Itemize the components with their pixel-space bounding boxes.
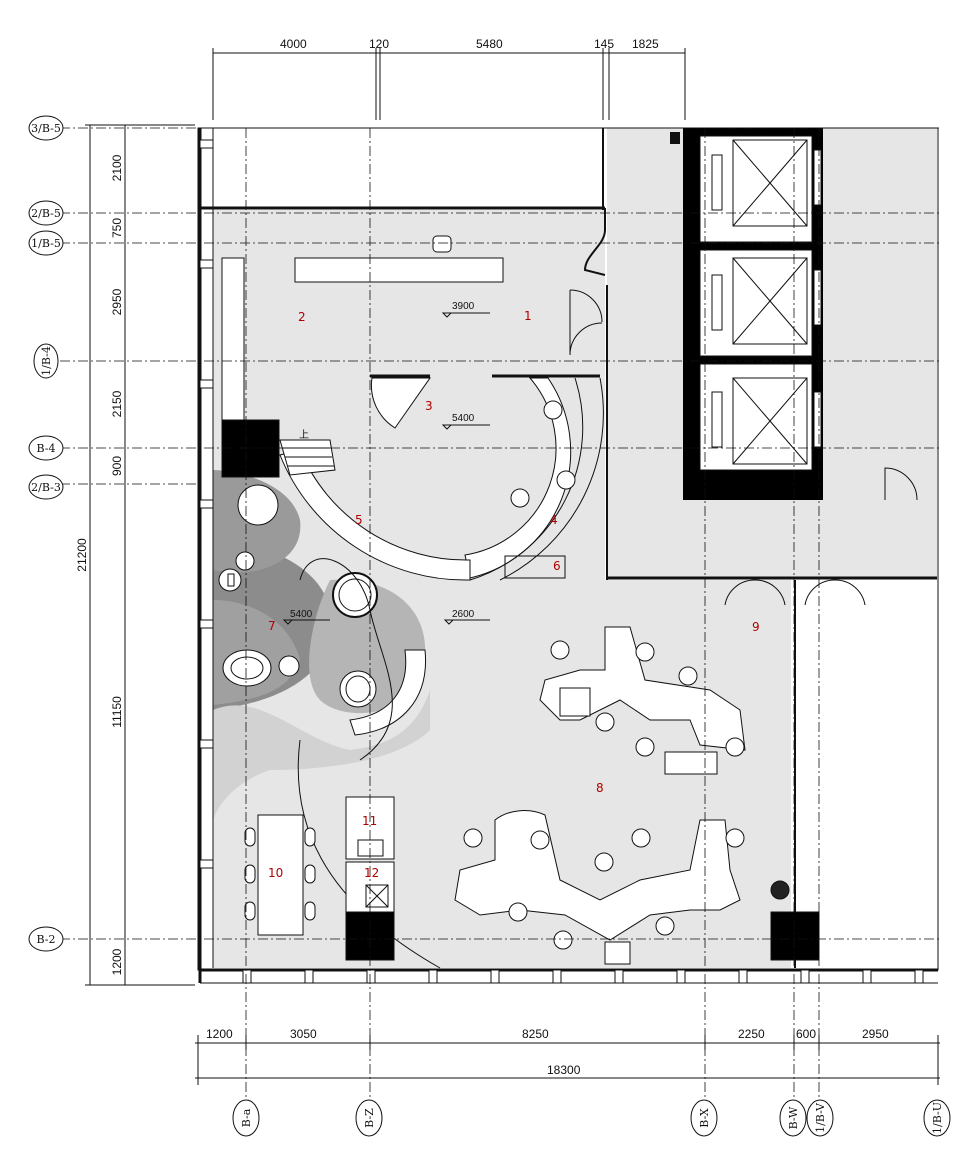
room-number: 5 — [355, 513, 363, 527]
dim-left: 2100 — [110, 154, 124, 181]
axis-label: B-X — [698, 1108, 711, 1128]
dim-bottom: 8250 — [522, 1027, 549, 1041]
dim-left: 900 — [110, 456, 124, 476]
level-values: 3900 5400 5400 2600 上 — [290, 301, 475, 620]
level-value: 3900 — [452, 301, 475, 312]
level-value: 5400 — [290, 609, 313, 620]
dim-left: 2950 — [110, 288, 124, 315]
axis-label: 2/B-3 — [31, 481, 61, 494]
dim-left: 750 — [110, 218, 124, 238]
grid-lines — [60, 127, 940, 1100]
room-number: 8 — [596, 781, 604, 795]
dim-bottom: 600 — [796, 1027, 816, 1041]
dim-top: 1825 — [632, 37, 659, 51]
axis-label: B-Z — [363, 1108, 376, 1128]
axis-bubbles-bottom — [232, 1099, 951, 1137]
axis-label: 1/B-5 — [31, 237, 61, 250]
curved-meeting-room — [279, 377, 604, 581]
level-value: 5400 — [452, 413, 475, 424]
axis-label: B-W — [787, 1106, 800, 1129]
left-dimensions: 2100 750 2950 2150 900 11150 1200 21200 — [75, 154, 124, 975]
level-markers — [282, 312, 490, 625]
floor-fills — [213, 128, 937, 968]
dim-left: 11150 — [110, 696, 124, 728]
axis-bubbles-left — [28, 115, 64, 952]
dim-bottom: 2250 — [738, 1027, 765, 1041]
workstation-cluster-b — [454, 810, 745, 965]
axis-labels-bottom: B-a B-Z B-X B-W 1/B-V 1/B-U — [240, 1102, 944, 1134]
axis-label: B-a — [240, 1108, 253, 1127]
dim-top: 145 — [594, 37, 614, 51]
axis-label: 1/B-4 — [40, 346, 53, 376]
room-number: 7 — [268, 619, 276, 633]
axis-label: 1/B-V — [814, 1102, 827, 1133]
dim-left: 2150 — [110, 390, 124, 417]
stair-label: 上 — [299, 429, 309, 441]
dim-bottom: 1200 — [206, 1027, 233, 1041]
axis-label: 1/B-U — [931, 1102, 944, 1134]
room-number: 12 — [364, 866, 379, 880]
axis-label: 2/B-5 — [31, 207, 61, 220]
dim-top: 5480 — [476, 37, 503, 51]
room-number: 10 — [268, 866, 283, 880]
axis-label: B-2 — [36, 933, 55, 946]
axis-label: B-4 — [36, 442, 55, 455]
reception-area — [221, 235, 603, 429]
room-number: 4 — [550, 513, 558, 527]
dim-top: 120 — [369, 37, 389, 51]
dim-left: 1200 — [110, 948, 124, 975]
dim-bottom: 2950 — [862, 1027, 889, 1041]
room-number: 11 — [362, 814, 377, 828]
workstation-cluster-a — [539, 626, 746, 775]
room-number: 3 — [425, 399, 433, 413]
room-number: 2 — [298, 310, 306, 324]
room-number: 1 — [524, 309, 532, 323]
bottom-dimensions: 1200 3050 8250 2250 600 2950 18300 — [206, 1027, 889, 1077]
dim-bottom: 3050 — [290, 1027, 317, 1041]
dim-total-bottom: 18300 — [547, 1063, 581, 1077]
facade-mullions — [199, 139, 924, 984]
dim-top: 4000 — [280, 37, 307, 51]
room-number: 6 — [553, 559, 561, 573]
level-value: 2600 — [452, 609, 475, 620]
axis-label: 3/B-5 — [31, 122, 61, 135]
top-dimensions: 4000 120 5480 145 1825 — [280, 37, 659, 51]
dim-total-left: 21200 — [75, 538, 89, 572]
doors-room-9 — [724, 579, 866, 606]
elevator-core — [670, 128, 918, 501]
room-numbers: 1 2 3 4 5 6 7 8 9 10 11 12 — [268, 309, 760, 880]
lounge-furniture — [218, 419, 441, 969]
room-number: 9 — [752, 620, 760, 634]
walls — [197, 127, 939, 984]
axis-labels-left: 3/B-5 2/B-5 1/B-5 1/B-4 B-4 2/B-3 B-2 — [31, 122, 61, 946]
dimension-lines — [85, 48, 940, 1085]
